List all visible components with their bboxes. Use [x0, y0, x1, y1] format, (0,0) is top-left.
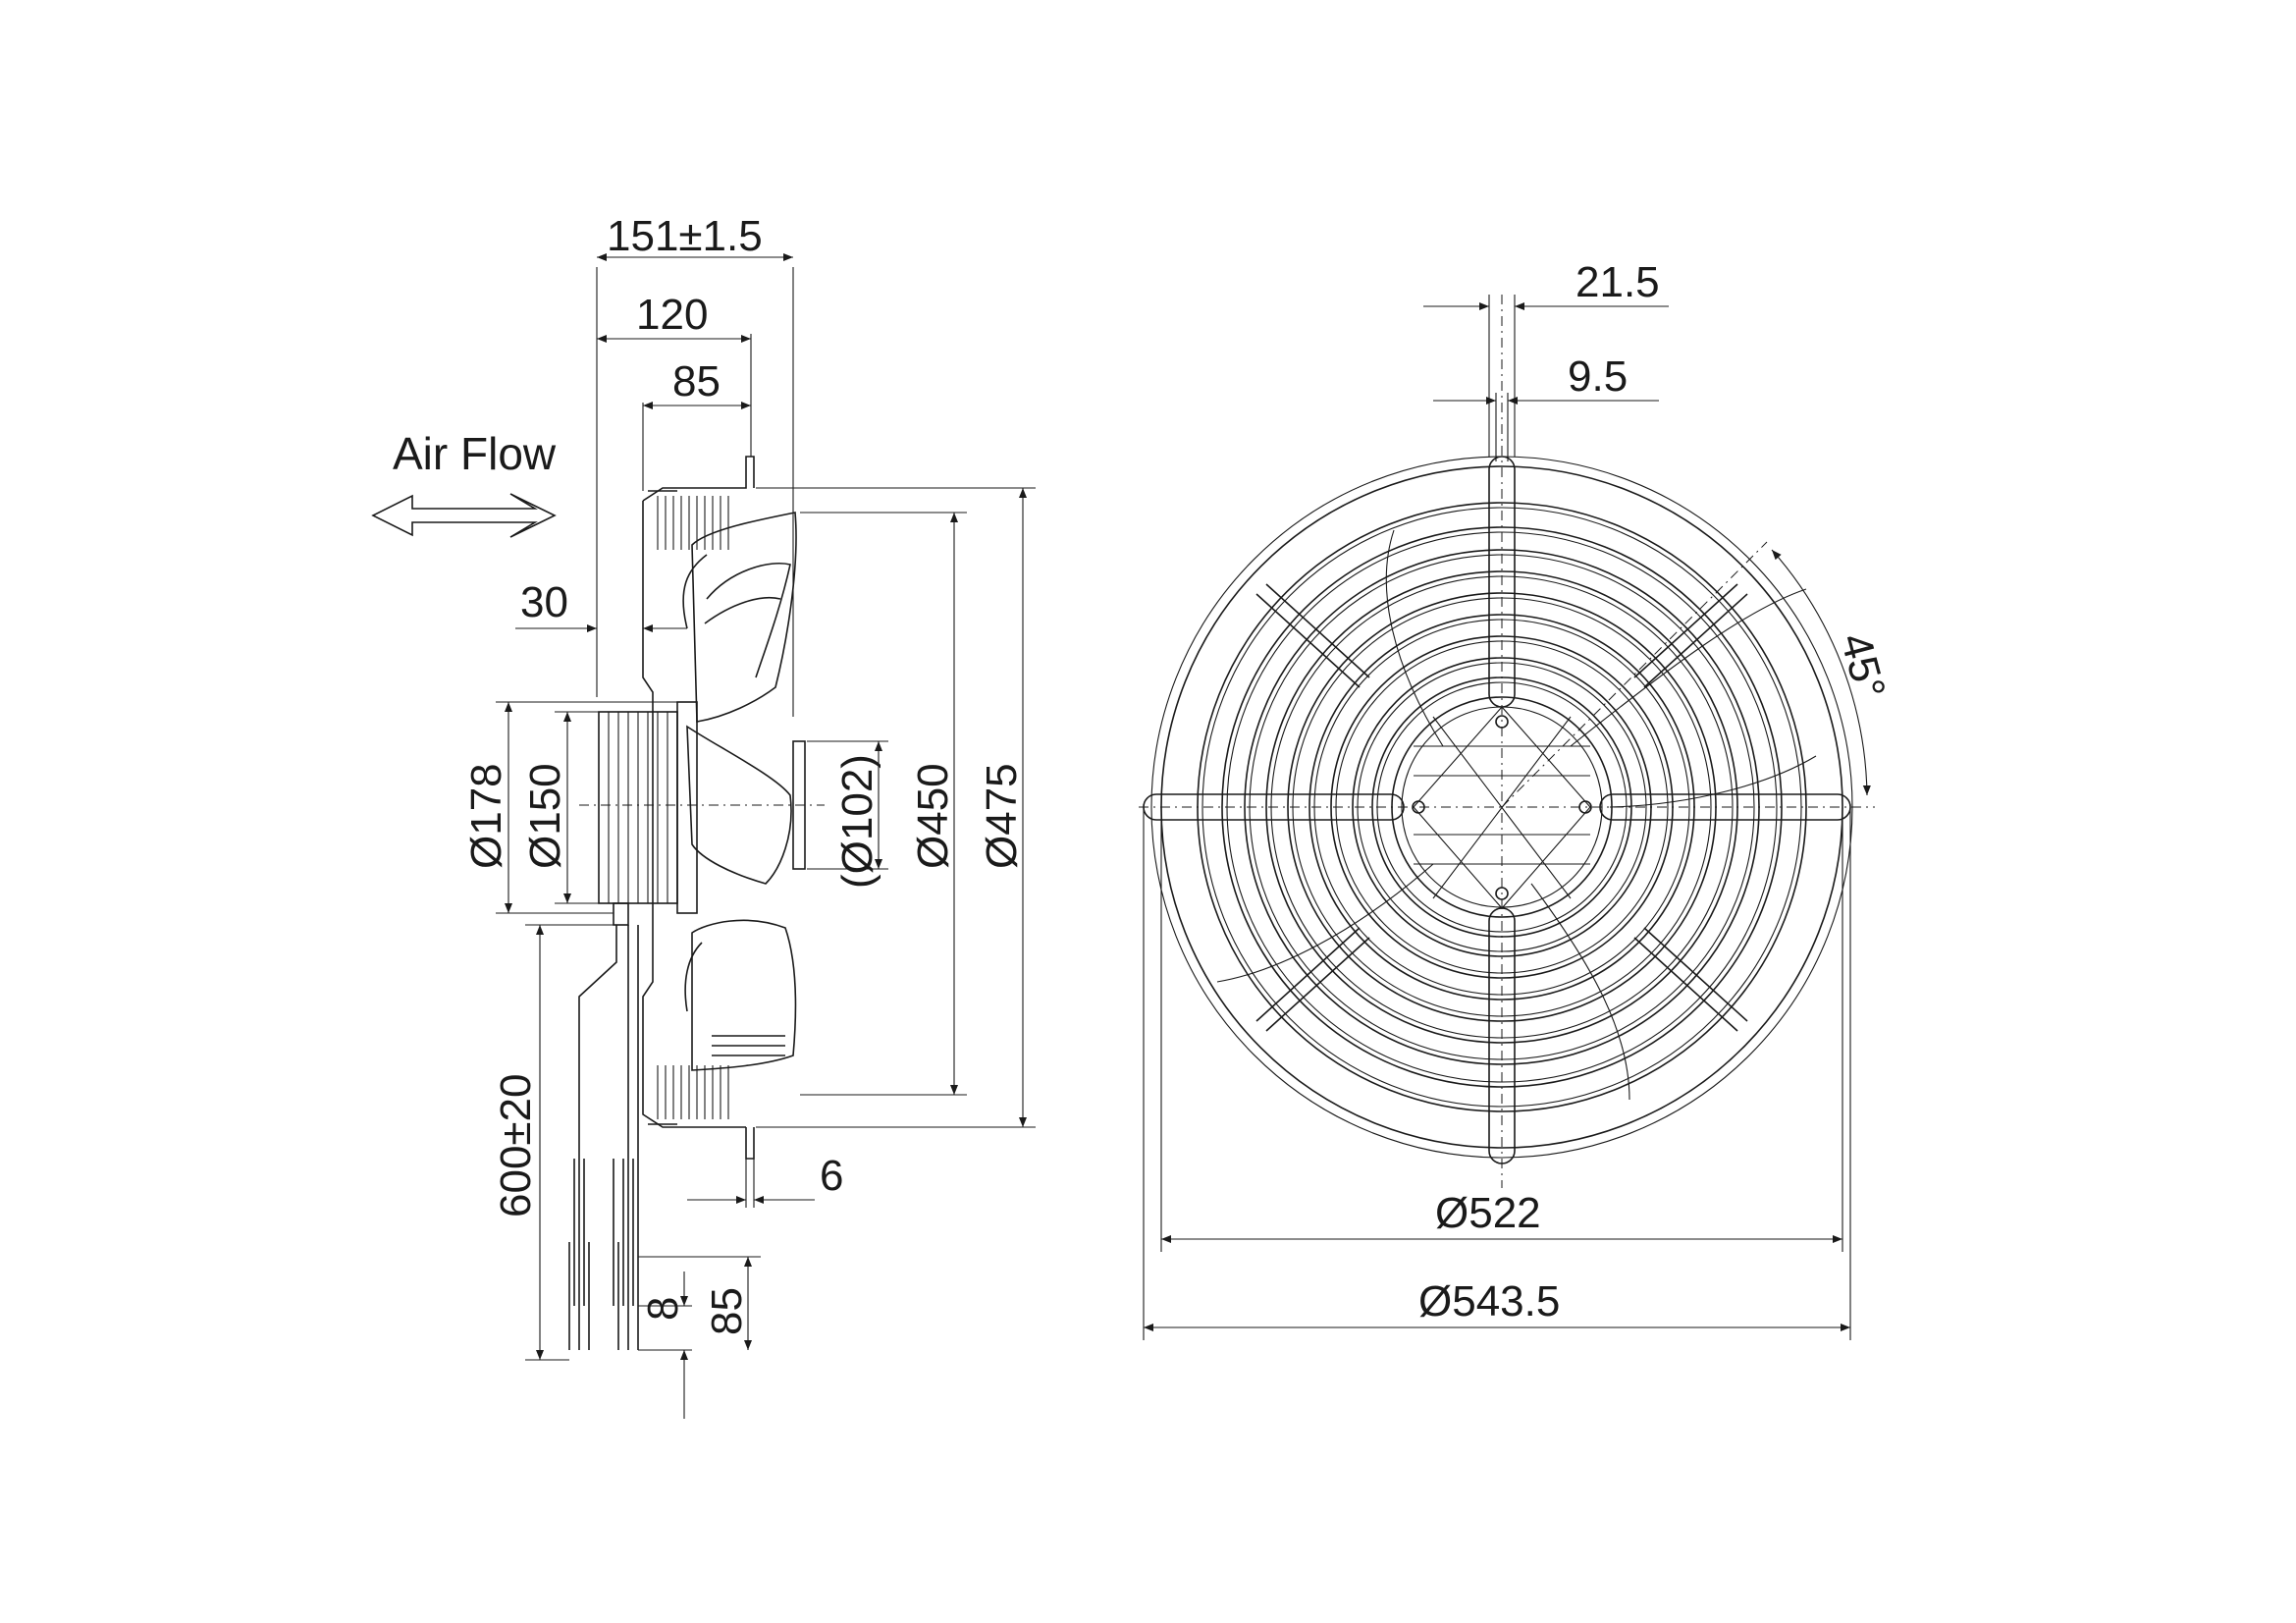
guard-ribs — [657, 496, 729, 1119]
dim-flange-thickness: 6 — [820, 1152, 843, 1200]
dim-depth-guard: 120 — [636, 291, 708, 339]
dim-wire-end: 85 — [703, 1287, 751, 1335]
dim-guard-dia: Ø475 — [978, 763, 1026, 869]
dim-shaft-offset: 30 — [520, 578, 568, 626]
dim-depth-hub: 85 — [672, 357, 721, 406]
dim-cable-length: 600±20 — [492, 1073, 540, 1217]
dim-ring-dia: Ø522 — [1435, 1189, 1541, 1237]
air-flow-arrow — [371, 493, 557, 538]
dim-depth-total: 151±1.5 — [607, 212, 763, 260]
dim-motor-dia-inner: Ø150 — [521, 763, 569, 869]
front-view: 21.5 9.5 45° Ø522 Ø543.5 — [1139, 258, 1895, 1340]
dim-overall-dia: Ø543.5 — [1418, 1277, 1560, 1325]
dim-motor-dia-outer: Ø178 — [462, 763, 510, 869]
dim-mount-slot-outer: 21.5 — [1575, 258, 1660, 306]
side-view: 151±1.5 120 85 30 Ø178 Ø150 (Ø102) Ø450 — [371, 212, 1036, 1419]
dim-mount-slot-inner: 9.5 — [1568, 352, 1628, 401]
dim-hub-dia: (Ø102) — [833, 754, 881, 889]
dim-wire-strip: 8 — [639, 1297, 687, 1321]
dim-angle: 45° — [1831, 628, 1895, 704]
air-flow-label: Air Flow — [393, 428, 557, 479]
dim-blade-dia: Ø450 — [909, 763, 957, 869]
